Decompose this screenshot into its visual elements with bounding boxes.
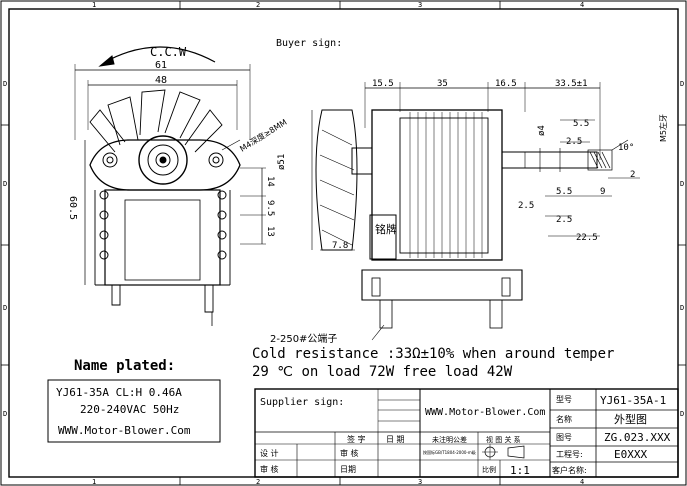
bracket-plate — [89, 139, 241, 191]
dim-2-5-top: 2.5 — [566, 137, 582, 147]
tolerance-text: 按国标GB/T1804-2000-m级 — [423, 449, 476, 455]
dim-5-5-bottom: 5.5 — [556, 187, 572, 197]
date-label: 日期 — [340, 465, 356, 474]
name-value: 外型图 — [614, 412, 647, 426]
row-mark-2-right: D — [680, 180, 684, 188]
dim-60-5: 60.5 — [67, 196, 78, 220]
name-plate-box — [47, 379, 221, 443]
scale-value: 1:1 — [510, 464, 530, 477]
col-mark-4-bottom: 4 — [580, 478, 584, 486]
name-plate-line-2: 220-240VAC 50Hz — [80, 403, 179, 416]
side-view-dims: 15.5 35 16.5 33.5±1 5.5 2.5 ø4 M5左牙 10° … — [270, 79, 668, 345]
name-plate-line-1: YJ61-35A CL:H 0.46A — [56, 386, 182, 399]
date-head: 日 期 — [386, 435, 405, 444]
title-block-text: Supplier sign: WWW.Motor-Blower.Com 签 字 … — [260, 394, 671, 477]
name-plated-heading: Name plated: — [74, 358, 175, 374]
customer-label: 客户名称: — [552, 465, 587, 475]
zone-labels: 1 2 3 4 1 2 3 4 D D D D D D D D — [3, 1, 684, 486]
base-lugs — [361, 269, 523, 301]
col-mark-1: 1 — [92, 1, 96, 9]
side-view — [311, 82, 640, 341]
col-mark-3: 3 — [418, 1, 422, 9]
type-value: YJ61-35A-1 — [600, 394, 666, 407]
dim-22-5: 22.5 — [576, 233, 598, 243]
col-mark-3-bottom: 3 — [418, 478, 422, 486]
terminal-label: 2-250#公端子 — [270, 332, 337, 345]
buyer-sign-label: Buyer sign: — [276, 38, 342, 49]
view-relation-label: 视 图 关 系 — [486, 435, 521, 444]
dim-7-8: 7.8 — [332, 241, 348, 251]
hub-mid — [147, 144, 179, 176]
front-view — [74, 46, 266, 326]
drawing-no-value: ZG.023.XXX — [604, 431, 671, 444]
shaft-thread — [587, 149, 613, 171]
fan-blades — [89, 89, 223, 153]
col-mark-2-bottom: 2 — [256, 478, 260, 486]
row-mark-4-right: D — [680, 410, 684, 418]
dim-9: 9 — [600, 187, 605, 197]
dim-5-5-top: 5.5 — [573, 119, 589, 129]
motor-body — [371, 109, 503, 261]
rotation-arrowhead — [98, 55, 115, 67]
review-label: 审 核 — [340, 448, 359, 458]
col-mark-1-bottom: 1 — [92, 478, 96, 486]
dim-m5: M5左牙 — [658, 114, 668, 142]
name-plate-line-3: WWW.Motor-Blower.Com — [58, 424, 191, 437]
title-block — [254, 388, 679, 478]
rotation-arc — [104, 46, 216, 63]
dim-33-5: 33.5±1 — [555, 79, 588, 89]
dim-48: 48 — [155, 75, 167, 86]
row-mark-3-right: D — [680, 304, 684, 312]
dim-2-5-mid: 2.5 — [518, 201, 534, 211]
mount-hole-right — [208, 152, 224, 168]
drawing-no-label: 图号 — [556, 433, 572, 442]
nameplate-label: 铭牌 — [375, 222, 397, 236]
note-line-1: Cold resistance :33Ω±10% when around tem… — [252, 346, 614, 362]
first-angle-cone — [507, 445, 525, 459]
type-label: 型号 — [556, 395, 572, 404]
dim-d4: ø4 — [537, 125, 547, 136]
col-mark-4: 4 — [580, 1, 584, 9]
dim-d51: ø51 — [277, 154, 287, 170]
shaft — [501, 151, 598, 169]
hole-note: M4深度≥8MM — [238, 117, 289, 154]
row-mark-2: D — [3, 180, 7, 188]
approve-label: 审 核 — [260, 464, 279, 474]
dim-10-deg: 10° — [618, 143, 634, 153]
row-mark-1: D — [3, 80, 7, 88]
supplier-sign-label: Supplier sign: — [260, 397, 344, 408]
note-line-2: 29 ℃ on load 72W free load 42W — [252, 364, 513, 380]
row-mark-4: D — [3, 410, 7, 418]
name-label: 名称 — [556, 414, 572, 424]
dim-61: 61 — [155, 60, 167, 71]
dim-35: 35 — [437, 79, 448, 89]
row-mark-3: D — [3, 304, 7, 312]
hub-inner — [155, 152, 171, 168]
sign-head: 签 字 — [347, 434, 366, 444]
rotation-label: C.C.W — [150, 45, 187, 59]
stator-frame — [104, 189, 221, 286]
website-text: WWW.Motor-Blower.Com — [425, 407, 545, 418]
dim-14: 14 — [265, 176, 275, 187]
project-label: 工程号: — [556, 450, 583, 459]
project-value: E0XXX — [614, 448, 647, 461]
tolerance-head: 未注明公差 — [432, 435, 467, 444]
mount-hole-left — [102, 152, 118, 168]
dim-9-5: 9.5 — [265, 200, 275, 216]
row-mark-1-right: D — [680, 80, 684, 88]
design-label: 设 计 — [260, 448, 279, 458]
dim-2-right: 2 — [630, 170, 635, 180]
hub-outer — [138, 135, 188, 185]
dim-2-5-low: 2.5 — [556, 215, 572, 225]
dim-15-5: 15.5 — [372, 79, 394, 89]
fan-profile — [315, 109, 358, 251]
dim-13: 13 — [265, 226, 275, 237]
dim-16-5: 16.5 — [495, 79, 517, 89]
col-mark-2: 2 — [256, 1, 260, 9]
scale-label: 比例 — [482, 465, 496, 474]
